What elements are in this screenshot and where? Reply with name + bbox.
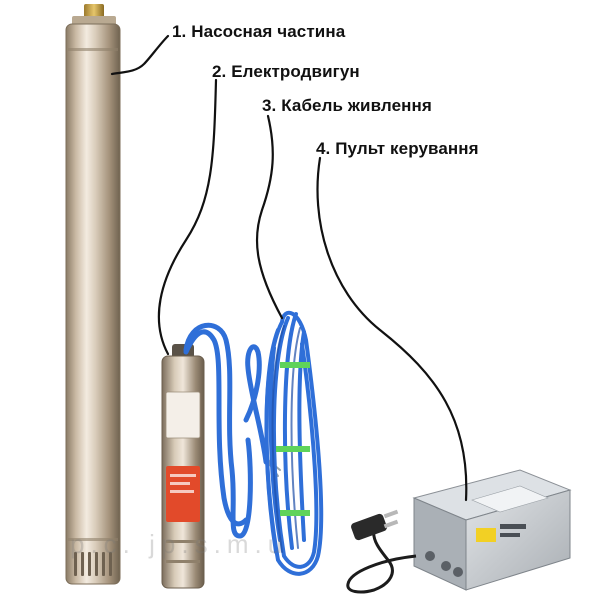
cable-coil-icon	[264, 310, 324, 576]
motor-lead-cable-icon	[183, 322, 281, 539]
label-control-panel: 4. Пульт керування	[316, 139, 479, 158]
leader-line-cable	[255, 114, 284, 320]
leader-lines	[110, 34, 468, 502]
label-power-cable: 3. Кабель живлення	[262, 96, 432, 115]
label-pump-part: 1. Насосная частина	[172, 22, 346, 41]
control-box-icon	[412, 469, 572, 591]
leader-line-control	[316, 156, 468, 502]
watermark: p.c. jp.s.m.u	[70, 529, 289, 559]
plug-icon	[346, 509, 417, 594]
motor-icon	[161, 344, 205, 589]
label-motor: 2. Електродвигун	[212, 62, 360, 81]
pump-tube-icon	[65, 4, 121, 585]
leader-line-motor	[157, 78, 218, 356]
leader-line-pump	[110, 34, 170, 76]
